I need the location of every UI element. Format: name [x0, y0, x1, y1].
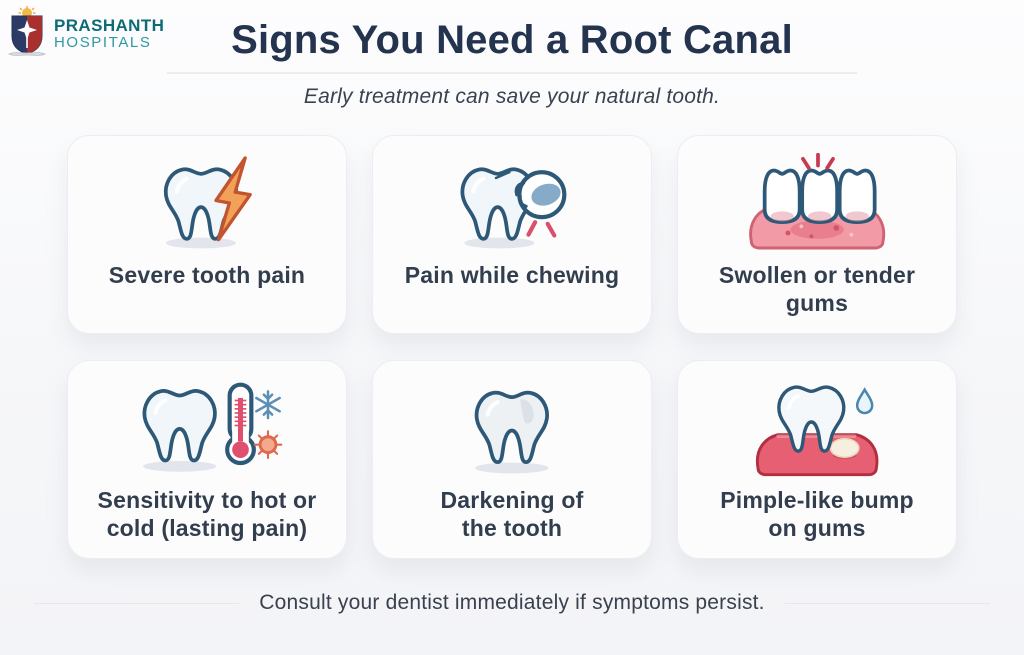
- footer: Consult your dentist immediately if symp…: [0, 591, 1024, 615]
- footer-divider-left: [34, 602, 240, 604]
- darkened-tooth-icon: [441, 377, 583, 479]
- page-title: Signs You Need a Root Canal: [231, 18, 793, 62]
- footer-note: Consult your dentist immediately if symp…: [259, 591, 765, 615]
- hospital-name: PRASHANTH: [54, 16, 165, 36]
- title-divider: [167, 72, 857, 74]
- header: PRASHANTH HOSPITALS Signs You Need a Roo…: [0, 0, 1024, 109]
- tooth-hot-cold-icon: [128, 377, 286, 479]
- symptom-label: Severe tooth pain: [108, 262, 306, 288]
- gum-bump-icon: [738, 377, 896, 479]
- hospital-crest-icon: [8, 6, 46, 56]
- symptom-label: Swollen or tender gums: [718, 262, 916, 317]
- hospital-logo: PRASHANTH HOSPITALS: [8, 6, 164, 58]
- page-subtitle: Early treatment can save your natural to…: [303, 85, 721, 108]
- symptom-label: Darkening of the tooth: [440, 487, 584, 542]
- symptom-label: Pimple-like bump on gums: [720, 487, 914, 542]
- hospital-logo-text: PRASHANTH HOSPITALS: [54, 13, 164, 51]
- symptom-card: Darkening of the tooth: [372, 360, 652, 560]
- symptom-label: Pain while chewing: [404, 262, 620, 288]
- symptom-card: Pain while chewing: [372, 135, 652, 335]
- hospital-name-sub: HOSPITALS: [54, 34, 152, 52]
- symptom-card: Swollen or tender gums: [677, 135, 957, 335]
- symptom-card: Sensitivity to hot or cold (lasting pain…: [67, 360, 347, 560]
- cards-grid: Severe tooth pain Pain while chewing Swo…: [67, 135, 957, 560]
- swollen-gums-icon: [738, 152, 896, 254]
- symptom-label: Sensitivity to hot or cold (lasting pain…: [97, 487, 317, 542]
- tooth-chewing-icon: [441, 152, 583, 254]
- symptom-card: Pimple-like bump on gums: [677, 360, 957, 560]
- footer-divider-right: [784, 602, 990, 604]
- symptom-card: Severe tooth pain: [67, 135, 347, 335]
- tooth-lightning-icon: [136, 152, 278, 254]
